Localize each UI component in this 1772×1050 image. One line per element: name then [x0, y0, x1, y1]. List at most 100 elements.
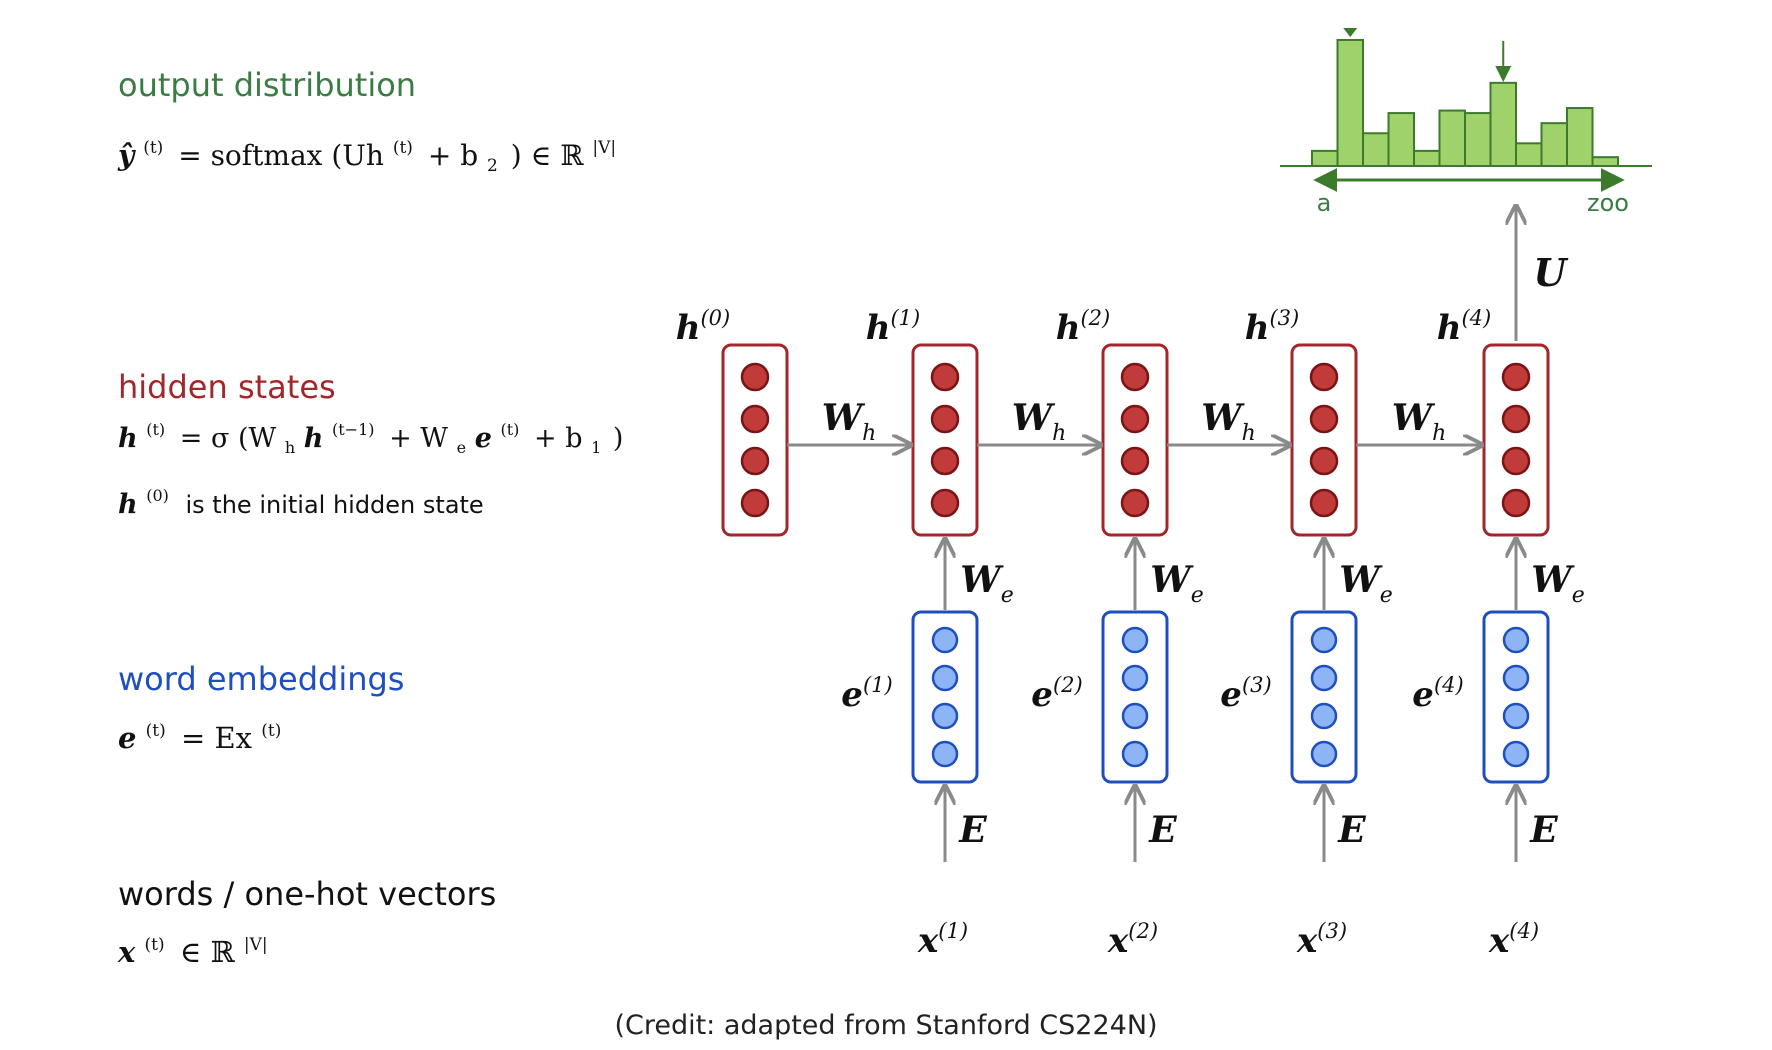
embedding-unit: [1502, 740, 1530, 768]
embedding-label: e(1): [841, 673, 892, 715]
hidden-state-label: h(1): [866, 306, 920, 348]
embedding-vector-box: [911, 610, 979, 784]
e-matrix-label: E: [958, 809, 987, 851]
hidden-unit: [740, 488, 770, 518]
embedding-1: e(1): [841, 610, 979, 784]
hidden-unit: [930, 488, 960, 518]
embedding-formula: e (t) = Ex (t): [118, 709, 281, 755]
embedding-unit: [1310, 626, 1338, 654]
histogram-bar: [1336, 39, 1364, 167]
histogram-bar: [1591, 156, 1619, 167]
output-distribution-title: output distribution: [118, 66, 416, 104]
hidden-unit: [1501, 446, 1531, 476]
hidden-unit: [1501, 488, 1531, 518]
hidden-unit: [1501, 362, 1531, 392]
hidden-unit: [740, 404, 770, 434]
hidden-unit: [1309, 446, 1339, 476]
hidden-unit: [740, 446, 770, 476]
word-label: x(1): [917, 919, 968, 961]
credit-caption: (Credit: adapted from Stanford CS224N): [614, 1010, 1157, 1041]
words-formula: x (t) ∈ ℝ |V|: [117, 923, 268, 969]
histogram-bar: [1413, 149, 1441, 168]
embedding-unit: [1310, 740, 1338, 768]
embedding-label: e(3): [1220, 673, 1271, 715]
hidden-unit: [1120, 404, 1150, 434]
left-panel: output distribution ŷ (t) = softmax (Uh …: [117, 66, 623, 969]
we-label: We: [1531, 559, 1584, 608]
we-label: We: [1150, 559, 1203, 608]
embedding-3: e(3): [1220, 610, 1358, 784]
embedding-vector-box: [1290, 610, 1358, 784]
hidden-state-label: h(0): [676, 306, 730, 348]
embedding-unit: [1121, 626, 1149, 654]
histogram-bar: [1540, 122, 1568, 168]
embedding-unit: [1121, 702, 1149, 730]
we-label: We: [960, 559, 1013, 608]
hidden-unit: [1120, 446, 1150, 476]
hidden-state-4: h(4): [1437, 306, 1550, 537]
histogram-bar: [1311, 149, 1339, 168]
word-label: x(3): [1296, 919, 1347, 961]
u-label: U: [1533, 250, 1569, 295]
histogram-bar: [1566, 107, 1594, 167]
histogram-bar: [1362, 132, 1390, 168]
word-embeddings-title: word embeddings: [118, 660, 404, 698]
hidden-unit: [1120, 362, 1150, 392]
e-matrix-label: E: [1337, 809, 1366, 851]
hidden-unit: [740, 362, 770, 392]
hidden-state-3: h(3): [1245, 306, 1358, 537]
hidden-state-label: h(2): [1056, 306, 1110, 348]
hidden-unit: [1120, 488, 1150, 518]
embedding-unit: [1502, 702, 1530, 730]
embedding-label: e(2): [1031, 673, 1082, 715]
embedding-vector-box: [1101, 610, 1169, 784]
hidden-unit: [1309, 404, 1339, 434]
e-matrix-label: E: [1529, 809, 1558, 851]
hidden-unit: [1309, 362, 1339, 392]
hidden-vector-box: [721, 343, 789, 537]
marker-triangle-icon: [1343, 28, 1358, 37]
embedding-vector-box: [1482, 610, 1550, 784]
histogram-bar: [1438, 109, 1466, 167]
hidden-state-label: h(3): [1245, 306, 1299, 348]
hidden-unit: [930, 404, 960, 434]
vocab-start-label: a: [1317, 189, 1332, 217]
e-matrix-label: E: [1148, 809, 1177, 851]
embedding-unit: [931, 626, 959, 654]
embedding-unit: [1502, 664, 1530, 692]
wh-label: Wh: [1012, 397, 1067, 446]
hidden-unit: [930, 446, 960, 476]
output-formula: ŷ (t) = softmax (Uh (t) + b 2 ) ∈ ℝ |V|: [117, 127, 616, 178]
embedding-unit: [1121, 664, 1149, 692]
hidden-formula: h (t) = σ (W h h (t−1) + W e e (t) + b 1…: [118, 411, 623, 460]
embedding-unit: [931, 740, 959, 768]
embedding-unit: [1310, 664, 1338, 692]
word-label: x(2): [1107, 919, 1158, 961]
words-title: words / one-hot vectors: [118, 875, 496, 913]
hidden-unit: [930, 362, 960, 392]
wh-label: Wh: [1392, 397, 1447, 446]
vocab-end-label: zoo: [1587, 189, 1629, 217]
wh-label: Wh: [822, 397, 877, 446]
hidden-state-2: h(2): [1056, 306, 1169, 537]
embedding-4: e(4): [1412, 610, 1550, 784]
embedding-unit: [1310, 702, 1338, 730]
histogram-bar: [1387, 112, 1415, 167]
hidden-states-title: hidden states: [118, 368, 336, 406]
embedding-unit: [931, 664, 959, 692]
hidden-unit: [1309, 488, 1339, 518]
embedding-unit: [931, 702, 959, 730]
wh-label: Wh: [1201, 397, 1256, 446]
embedding-label: e(4): [1412, 673, 1463, 715]
histogram-bar: [1489, 81, 1517, 167]
hidden-state-label: h(4): [1437, 306, 1491, 348]
histogram-bar: [1515, 142, 1543, 168]
we-label: We: [1339, 559, 1392, 608]
word-label: x(4): [1488, 919, 1539, 961]
hidden-state-1: h(1): [866, 306, 979, 537]
embedding-2: e(2): [1031, 610, 1169, 784]
hidden-state-0: h(0): [676, 306, 789, 537]
histogram-bar: [1464, 112, 1492, 167]
